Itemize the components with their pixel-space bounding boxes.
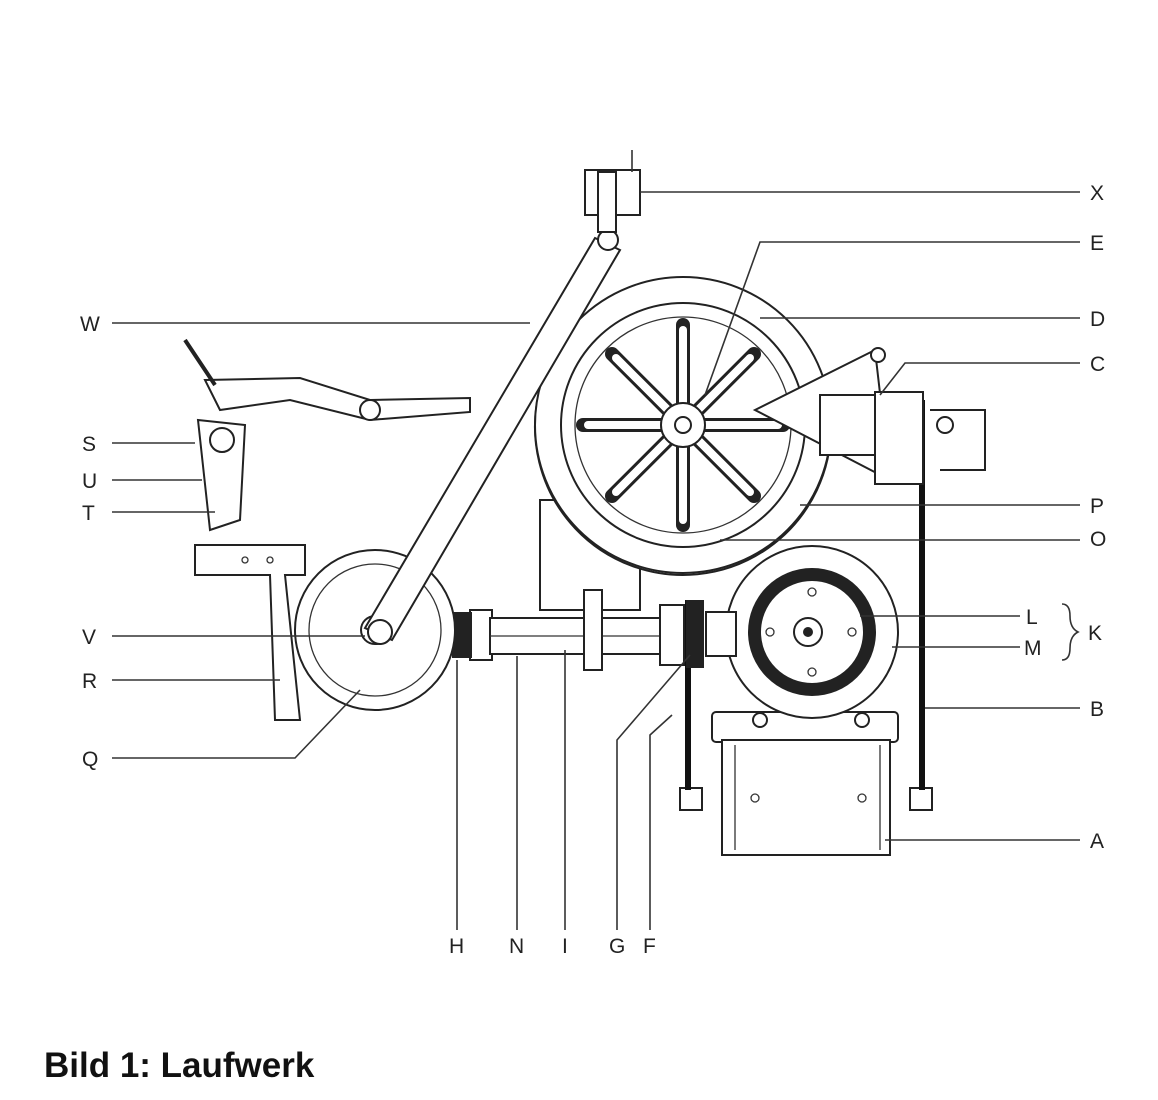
- label-i: I: [562, 935, 568, 958]
- leader-lines: [112, 191, 1080, 930]
- label-p: P: [1090, 495, 1104, 518]
- label-g: G: [609, 935, 625, 958]
- label-l: L: [1026, 606, 1038, 629]
- shaft-n: [452, 589, 737, 671]
- lever-mechanism: [183, 338, 471, 721]
- label-q: Q: [82, 748, 98, 771]
- pulley-k: [725, 545, 899, 719]
- label-w: W: [80, 313, 100, 336]
- label-k: K: [1088, 622, 1102, 645]
- label-s: S: [82, 433, 96, 456]
- label-b: B: [1090, 698, 1104, 721]
- bracket-x: [584, 150, 641, 233]
- part-c: [752, 347, 986, 485]
- label-n: N: [509, 935, 524, 958]
- label-v: V: [82, 626, 96, 649]
- label-r: R: [82, 670, 97, 693]
- figure-caption: Bild 1: Laufwerk: [44, 1046, 315, 1085]
- label-o: O: [1090, 528, 1106, 551]
- label-h: H: [449, 935, 464, 958]
- part-labels: X E D C P O L M K B A W S U T V R Q H N …: [80, 182, 1106, 958]
- motor-a: [679, 711, 933, 856]
- arm-w: [363, 229, 622, 645]
- label-u: U: [82, 470, 97, 493]
- flywheel-d: [534, 276, 833, 576]
- label-f: F: [643, 935, 656, 958]
- label-x: X: [1090, 182, 1104, 205]
- label-c: C: [1090, 353, 1105, 376]
- label-e: E: [1090, 232, 1104, 255]
- label-a: A: [1090, 830, 1104, 853]
- label-t: T: [82, 502, 95, 525]
- label-d: D: [1090, 308, 1105, 331]
- label-m: M: [1024, 637, 1042, 660]
